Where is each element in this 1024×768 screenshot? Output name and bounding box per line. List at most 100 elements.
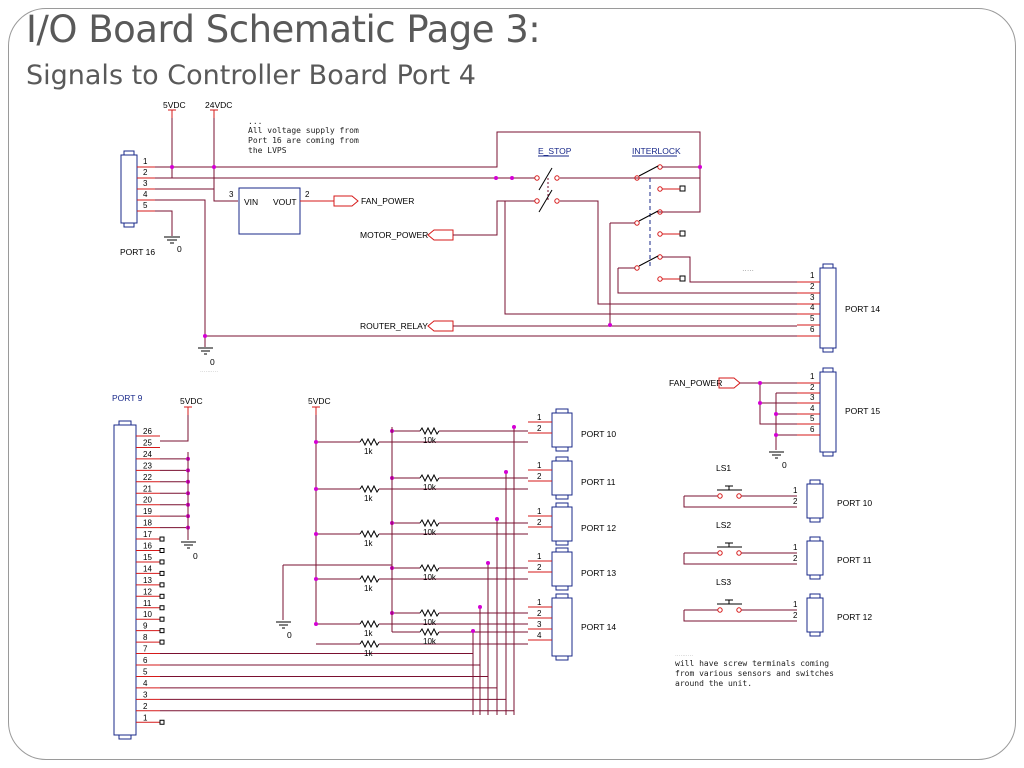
resistor-1k-label: 1k <box>364 584 373 593</box>
port-9-pin-label: 11 <box>143 599 152 608</box>
svg-text:1: 1 <box>537 507 542 516</box>
port-9-pin-label: 6 <box>143 656 148 665</box>
svg-text:5: 5 <box>143 201 148 210</box>
bottom-port-label: PORT 14 <box>581 622 616 632</box>
fan-power-tag <box>333 195 359 207</box>
supply-5vdc-b: 5VDC <box>308 396 331 406</box>
port-15-label: PORT 15 <box>845 406 880 416</box>
port-14-connector-top: 1 2 3 4 5 6 PORT 14 <box>797 263 880 353</box>
port-15-connector: 1 2 3 4 5 6 PORT 15 <box>797 367 880 457</box>
resistor-1k-label: 1k <box>364 494 373 503</box>
svg-text:2: 2 <box>810 282 815 291</box>
port-9-pins: 2625242322212019181716151413121110987654… <box>136 427 514 725</box>
lvps-note-line-1: All voltage supply from <box>248 126 359 135</box>
svg-text:.....: ..... <box>742 267 754 272</box>
port-9-pin-label: 16 <box>143 542 152 551</box>
slide-title: I/O Board Schematic Page 3: <box>26 8 541 51</box>
svg-text:1: 1 <box>143 157 148 166</box>
router-relay-label: ROUTER_RELAY <box>360 321 428 331</box>
svg-text:10k: 10k <box>423 637 437 646</box>
port-9-pin-label: 4 <box>143 679 148 688</box>
svg-text:1: 1 <box>537 598 542 607</box>
supply-5vdc-label: 5VDC <box>163 100 186 110</box>
lvps-note-line-3: the LVPS <box>248 146 287 155</box>
port-9-pin-label: 23 <box>143 461 152 470</box>
bottom-port-connector <box>551 597 573 657</box>
interlock-switch: INTERLOCK <box>609 146 797 325</box>
resistor-1k-label: 1k <box>364 539 373 548</box>
bottom-port-connector <box>551 506 573 542</box>
svg-text:4: 4 <box>810 404 815 413</box>
svg-text:6: 6 <box>810 325 815 334</box>
port-9-pin-label: 12 <box>143 587 152 596</box>
port-9-pin-label: 22 <box>143 473 152 482</box>
svg-text:2: 2 <box>143 168 148 177</box>
resistor-1k-label: 1k <box>364 447 373 456</box>
bottom-port-label: PORT 12 <box>581 523 616 533</box>
svg-text:0: 0 <box>210 357 215 367</box>
port-14-label-top: PORT 14 <box>845 304 880 314</box>
svg-text:0: 0 <box>782 460 787 470</box>
svg-text:3: 3 <box>810 393 815 402</box>
bottom-section: PORT 9 262524232221201918171615141312111… <box>112 393 616 740</box>
svg-text:1: 1 <box>810 372 815 381</box>
switch-name-label: LS1 <box>716 463 731 473</box>
lvps-note-line-2: Port 16 are coming from <box>248 136 359 145</box>
sensor-note-line-2: from various sensors and switches <box>675 669 834 678</box>
svg-text:3: 3 <box>810 293 815 302</box>
svg-text:2: 2 <box>793 611 798 620</box>
bottom-port-connector <box>551 551 573 587</box>
svg-text:2: 2 <box>810 383 815 392</box>
svg-text:2: 2 <box>537 563 542 572</box>
port-9-pin-label: 26 <box>143 427 152 436</box>
svg-text:VIN: VIN <box>244 197 258 207</box>
note-dots: ... <box>248 117 262 126</box>
svg-text:VOUT: VOUT <box>273 197 297 207</box>
svg-text:4: 4 <box>537 631 542 640</box>
port-9-pin-label: 1 <box>143 713 148 722</box>
port-9-pin-label: 21 <box>143 484 152 493</box>
svg-text:3: 3 <box>229 190 234 199</box>
resistor-1k-label: 1k <box>364 629 373 638</box>
svg-text:6: 6 <box>810 425 815 434</box>
port-9-pin-label: 18 <box>143 519 152 528</box>
switch-port-connector <box>806 540 824 576</box>
motor-power-label: MOTOR_POWER <box>360 230 428 240</box>
bottom-port-connector <box>551 460 573 496</box>
supply-24vdc-label: 24VDC <box>205 100 232 110</box>
svg-text:2: 2 <box>537 472 542 481</box>
slide-subtitle: Signals to Controller Board Port 4 <box>26 60 476 91</box>
svg-text:5: 5 <box>810 414 815 423</box>
fan-power-label-right: FAN_POWER <box>669 378 722 388</box>
svg-text:0: 0 <box>177 244 182 254</box>
switch-port-connector <box>806 483 824 519</box>
svg-text:2: 2 <box>793 554 798 563</box>
port-9-pin-label: 7 <box>143 645 148 654</box>
slide-frame <box>8 8 1016 760</box>
svg-text:1: 1 <box>793 600 798 609</box>
port-9-pin-label: 8 <box>143 633 148 642</box>
port-9-pin-label: 24 <box>143 450 152 459</box>
fan-power-label: FAN_POWER <box>361 196 414 206</box>
svg-text:1: 1 <box>793 543 798 552</box>
port-9-pin-label: 2 <box>143 702 148 711</box>
svg-text:1: 1 <box>537 552 542 561</box>
svg-text:3: 3 <box>143 179 148 188</box>
switch-name-label: LS3 <box>716 577 731 587</box>
port-9-pin-label: 9 <box>143 622 148 631</box>
bottom-port-label: PORT 10 <box>581 429 616 439</box>
estop-switch: E_STOP <box>496 146 797 315</box>
port-9-pin-label: 20 <box>143 496 152 505</box>
bottom-port-label: PORT 13 <box>581 568 616 578</box>
resistor-10k-label: 10k <box>423 618 437 627</box>
sensor-note-line-3: around the unit. <box>675 679 752 688</box>
switch-port-label: PORT 12 <box>837 612 872 622</box>
svg-text:2: 2 <box>305 190 310 199</box>
svg-text:1k: 1k <box>364 649 373 658</box>
bottom-port-label: PORT 11 <box>581 477 616 487</box>
estop-label: E_STOP <box>538 146 572 156</box>
port-9-pin-label: 25 <box>143 438 152 447</box>
port-16-label: PORT 16 <box>120 247 155 257</box>
